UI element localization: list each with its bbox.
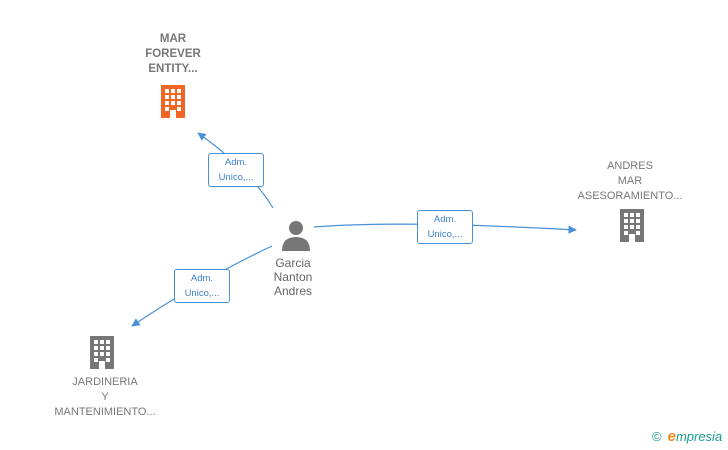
- edge-label-line: Adm.: [224, 157, 248, 168]
- company-label-line: MANTENIMIENTO...: [54, 406, 156, 418]
- brand-name: mpresia: [675, 429, 723, 444]
- building-icon[interactable]: [616, 208, 648, 242]
- building-icon[interactable]: [157, 84, 189, 118]
- company-label-mar-forever[interactable]: MAR FOREVER ENTITY...: [118, 32, 228, 77]
- person-label-line: Andres: [273, 284, 313, 298]
- building-icon[interactable]: [86, 335, 118, 369]
- edge-label-line: Unico,...: [184, 288, 220, 299]
- person-icon[interactable]: [280, 219, 312, 251]
- edge-label-andres-mar[interactable]: Adm. Unico,...: [417, 210, 473, 244]
- brand-initial: e: [667, 428, 676, 445]
- company-label-andres-mar[interactable]: ANDRES MAR ASESORAMIENTO...: [565, 159, 695, 204]
- company-label-line: MAR: [159, 33, 187, 45]
- person-label-line: Nanton: [273, 270, 313, 284]
- edge-label-jardineria[interactable]: Adm. Unico,...: [174, 269, 230, 303]
- company-label-line: JARDINERIA: [72, 376, 138, 388]
- edge-label-line: Adm.: [433, 214, 457, 225]
- edge-label-mar-forever[interactable]: Adm. Unico,...: [208, 153, 264, 187]
- company-label-line: MAR: [617, 175, 643, 187]
- company-label-line: ENTITY...: [148, 63, 198, 75]
- company-label-line: ASESORAMIENTO...: [577, 190, 683, 202]
- company-label-jardineria[interactable]: JARDINERIA Y MANTENIMIENTO...: [40, 375, 170, 420]
- copyright-icon: ©: [652, 429, 662, 444]
- brand-logo[interactable]: © empresia: [652, 428, 722, 445]
- edge-label-line: Adm.: [190, 273, 214, 284]
- company-label-line: FOREVER: [145, 48, 201, 60]
- edge-label-line: Unico,...: [427, 229, 463, 240]
- company-label-line: ANDRES: [607, 160, 653, 172]
- person-label-line: Garcia: [275, 256, 311, 270]
- edge-label-line: Unico,...: [218, 172, 254, 183]
- company-label-line: Y: [101, 391, 109, 403]
- person-label[interactable]: Garcia Nanton Andres: [253, 256, 333, 298]
